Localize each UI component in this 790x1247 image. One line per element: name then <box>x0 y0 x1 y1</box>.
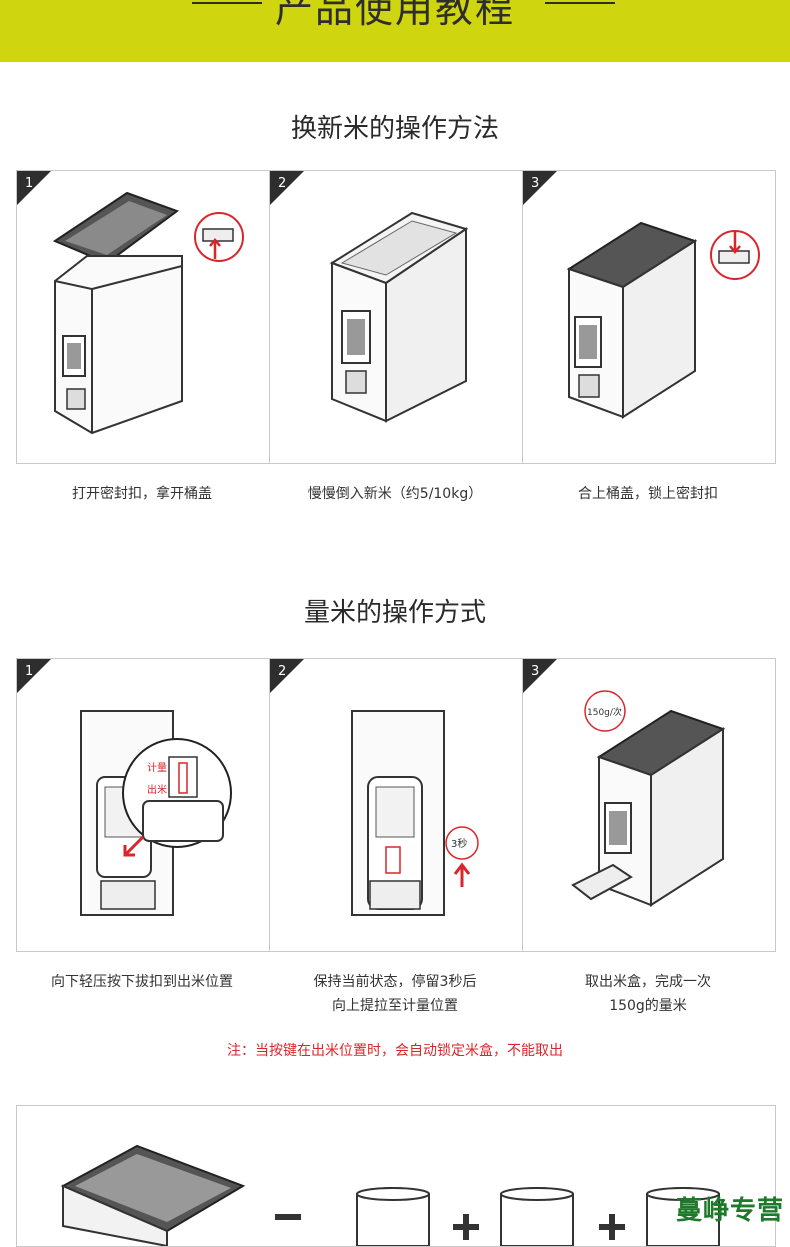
section1-step1-panel: 1 <box>16 170 270 464</box>
section2-step3-caption: 取出米盒，完成一次 150g的量米 <box>522 970 774 1018</box>
step-number-badge: 1 <box>17 171 51 205</box>
section1-step2-panel: 2 <box>269 170 523 464</box>
section1-step3-caption: 合上桶盖，锁上密封扣 <box>578 486 718 502</box>
step-number: 2 <box>278 176 286 191</box>
open-lid-illustration <box>52 191 244 435</box>
step-number: 3 <box>531 664 539 679</box>
section2-step3-panel: 3 150g/次 <box>522 658 776 952</box>
hold-time-badge: 3秒 <box>451 837 467 850</box>
step-number-badge: 1 <box>17 659 51 693</box>
section1-step3-panel: 3 <box>522 170 776 464</box>
caption-line: 向下轻压按下拔扣到出米位置 <box>51 974 233 990</box>
banner-title: 产品使用教程 <box>274 0 515 31</box>
section2-step2-panel: 2 3秒 <box>269 658 523 952</box>
step-number-badge: 2 <box>270 659 304 693</box>
section2-step1-panel: 1 计量 出米 <box>16 658 270 952</box>
caption-line: 150g的量米 <box>609 998 687 1014</box>
section2-panels: 1 计量 出米 2 3秒 <box>16 658 776 952</box>
plus-sign-v <box>609 1214 615 1240</box>
plus-sign-v <box>463 1214 469 1240</box>
section1-step2-caption: 慢慢倒入新米（约5/10kg） <box>307 486 483 502</box>
section2-step1-caption: 向下轻压按下拔扣到出米位置 <box>16 970 268 994</box>
bottom-panel <box>16 1105 776 1247</box>
section1-step1-caption: 打开密封扣，拿开桶盖 <box>72 486 212 502</box>
measure-label: 计量 <box>147 761 167 774</box>
caption-line: 保持当前状态，停留3秒后 <box>313 974 477 990</box>
section2-step2-caption: 保持当前状态，停留3秒后 向上提拉至计量位置 <box>269 970 521 1018</box>
banner-line-left <box>192 2 262 4</box>
caption-line: 向上提拉至计量位置 <box>332 998 458 1014</box>
step-number: 1 <box>25 176 33 191</box>
warning-note: 注：当按键在出米位置时，会自动锁定米盒，不能取出 <box>227 1043 563 1059</box>
step-number-badge: 3 <box>523 659 557 693</box>
step-number-badge: 2 <box>270 171 304 205</box>
top-banner: 产品使用教程 <box>0 0 790 62</box>
amount-badge: 150g/次 <box>587 706 622 718</box>
caption-line: 取出米盒，完成一次 <box>585 974 711 990</box>
section1-title: 换新米的操作方法 <box>290 114 499 144</box>
dispense-label: 出米 <box>147 783 167 796</box>
watermark: 蔓峥专营 <box>675 1196 784 1226</box>
pour-rice-illustration <box>329 211 469 423</box>
step-number-badge: 3 <box>523 171 557 205</box>
minus-sign <box>275 1214 301 1220</box>
step-number: 2 <box>278 664 286 679</box>
close-lid-illustration <box>566 221 760 419</box>
press-button-illustration: 计量 出米 <box>80 710 232 916</box>
lift-button-illustration: 3秒 <box>351 710 479 916</box>
take-out-box-illustration: 150g/次 <box>571 690 726 907</box>
banner-line-right <box>545 2 615 4</box>
step-number: 1 <box>25 664 33 679</box>
section1-panels: 1 2 <box>16 170 776 464</box>
capacity-illustration <box>60 1144 720 1246</box>
section2-title: 量米的操作方式 <box>303 598 486 628</box>
step-number: 3 <box>531 176 539 191</box>
